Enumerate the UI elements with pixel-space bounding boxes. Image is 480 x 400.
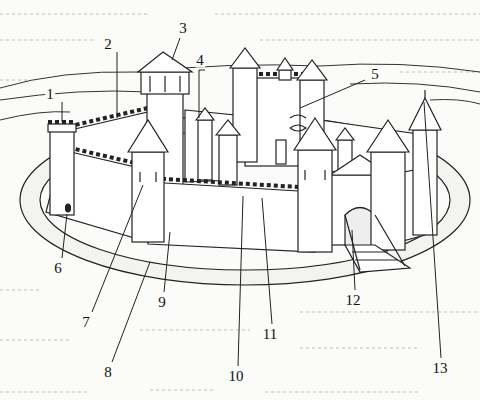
leader-lines [62, 38, 441, 366]
callout-number: 6 [53, 261, 63, 276]
callout-number: 8 [103, 365, 113, 380]
callout-number: 4 [195, 53, 205, 68]
callout-number: 12 [345, 293, 362, 308]
callout-number: 3 [178, 21, 188, 36]
callout-number: 5 [370, 67, 380, 82]
callout-number: 7 [81, 315, 91, 330]
callout-number: 13 [432, 361, 449, 376]
callout-number: 10 [228, 369, 245, 384]
answer-lines [0, 14, 480, 392]
callout-number: 9 [157, 295, 167, 310]
callout-number: 11 [262, 327, 278, 342]
castle [46, 48, 441, 272]
callout-number: 2 [103, 37, 113, 52]
callout-number: 1 [45, 87, 55, 102]
